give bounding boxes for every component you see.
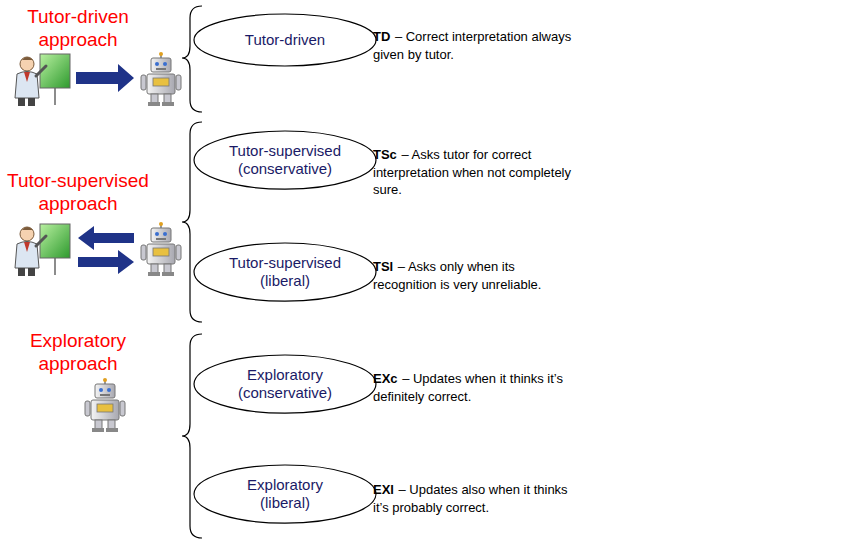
brace bbox=[182, 334, 202, 538]
tutor-icon bbox=[15, 224, 70, 276]
description: – Asks tutor for correct interpretation … bbox=[373, 147, 571, 197]
arrow-left bbox=[78, 226, 134, 250]
description: – Correct interpretation always given by… bbox=[373, 29, 571, 62]
arrow-right bbox=[78, 250, 134, 274]
approach-ellipse: Exploratory (liberal) bbox=[193, 464, 377, 524]
ellipse-shape bbox=[194, 131, 376, 189]
approach-heading: Exploratory approach bbox=[30, 330, 126, 374]
mode-code: TSc bbox=[373, 147, 397, 162]
description-group: TD– Correct interpretation always given … bbox=[373, 28, 578, 63]
description-group: EXl– Updates also when it thinks it’s pr… bbox=[373, 481, 578, 516]
mode-code: TSl bbox=[373, 259, 393, 274]
ellipse-shape bbox=[194, 355, 376, 413]
ellipse-shape bbox=[194, 14, 376, 66]
approach-heading-group: Tutor-supervised approach bbox=[3, 170, 153, 216]
node-label: Tutor-supervised (conservative) bbox=[225, 142, 345, 178]
mode-code: EXc bbox=[373, 371, 398, 386]
robot-icon bbox=[141, 222, 181, 276]
ellipse-shape bbox=[194, 465, 376, 523]
mode-code: TD bbox=[373, 29, 390, 44]
approach-ellipse: Tutor-driven bbox=[193, 13, 377, 67]
description: – Updates also when it thinks it’s proba… bbox=[373, 482, 568, 515]
arrow-right bbox=[76, 64, 134, 92]
node-label: Tutor-driven bbox=[225, 31, 345, 49]
approach-heading-group: Tutor-driven approach bbox=[3, 6, 153, 52]
robot-icon bbox=[141, 52, 181, 106]
approach-heading-group: Exploratory approach bbox=[3, 330, 153, 376]
node-label: Tutor-supervised (liberal) bbox=[225, 254, 345, 290]
robot-icon bbox=[85, 378, 125, 432]
mode-code: EXl bbox=[373, 482, 394, 497]
description-group: TSc– Asks tutor for correct interpretati… bbox=[373, 146, 578, 199]
approach-heading: Tutor-supervised approach bbox=[7, 170, 149, 214]
description-group: TSl– Asks only when its recognition is v… bbox=[373, 258, 578, 293]
approach-ellipse: Exploratory (conservative) bbox=[193, 354, 377, 414]
node-label: Exploratory (liberal) bbox=[225, 476, 345, 512]
approach-ellipse: Tutor-supervised (liberal) bbox=[193, 242, 377, 302]
approach-heading: Tutor-driven approach bbox=[27, 6, 129, 50]
description: – Asks only when its recognition is very… bbox=[373, 259, 541, 292]
ellipse-shape bbox=[194, 243, 376, 301]
node-label: Exploratory (conservative) bbox=[225, 366, 345, 402]
tutor-icon bbox=[15, 54, 70, 106]
description: – Updates when it thinks it’s definitely… bbox=[373, 371, 563, 404]
brace bbox=[182, 6, 202, 112]
description-group: EXc– Updates when it thinks it’s definit… bbox=[373, 370, 578, 405]
approach-ellipse: Tutor-supervised (conservative) bbox=[193, 130, 377, 190]
